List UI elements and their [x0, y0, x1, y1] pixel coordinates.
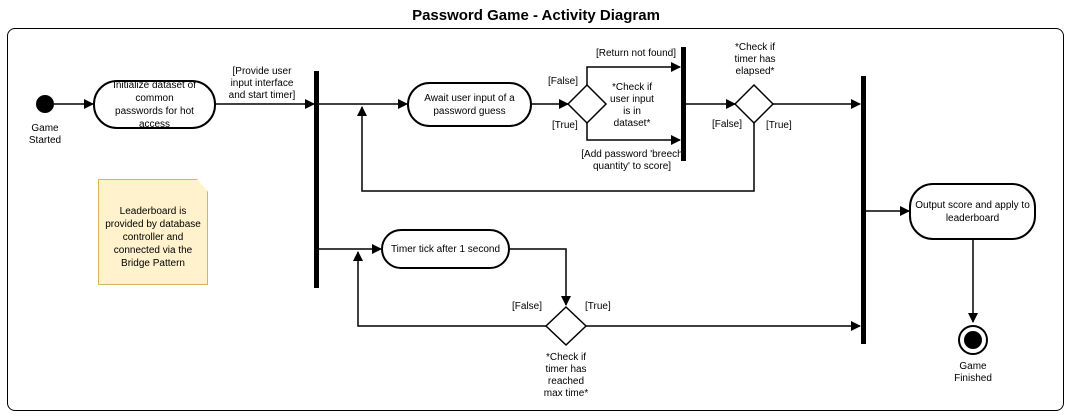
- start-node: [36, 95, 54, 113]
- decision-elapsed: [733, 83, 775, 125]
- action-timer-tick: Timer tick after 1 second: [381, 229, 510, 269]
- label-elapsed-true: [True]: [766, 120, 792, 131]
- edge-maxtime-loop: [353, 251, 546, 327]
- edge-decision-true: [586, 123, 681, 145]
- leaderboard-note: Leaderboard is provided by database cont…: [98, 179, 208, 285]
- decision-maxtime: [544, 305, 588, 347]
- label-return-not-found: [Return not found]: [595, 48, 677, 59]
- edge-decision-false: [586, 62, 681, 85]
- fork-bar: [314, 71, 319, 288]
- edge-timer-maxtime: [510, 248, 571, 306]
- join-bar-dataset: [681, 47, 686, 161]
- label-maxtime-true: [True]: [585, 301, 611, 312]
- decision-dataset: [566, 83, 608, 125]
- join-bar-final: [861, 76, 866, 344]
- end-node-core: [964, 331, 982, 349]
- label-maxtime-false: [False]: [512, 301, 543, 312]
- label-provide-input: [Provide user input interface and start …: [228, 66, 296, 101]
- label-decision-maxtime: *Check if timer has reached max time*: [543, 352, 589, 399]
- label-elapsed-false: [False]: [712, 119, 743, 130]
- label-dataset-false: [False]: [548, 76, 579, 87]
- label-decision-elapsed: *Check if timer has elapsed*: [734, 42, 776, 77]
- diagram-title: Password Game - Activity Diagram: [412, 7, 660, 24]
- label-decision-dataset: *Check if user input is in dataset*: [610, 82, 654, 129]
- edge-elapsed-loop: [357, 106, 755, 192]
- label-dataset-true: [True]: [552, 120, 578, 131]
- diagram-frame: [7, 28, 1064, 411]
